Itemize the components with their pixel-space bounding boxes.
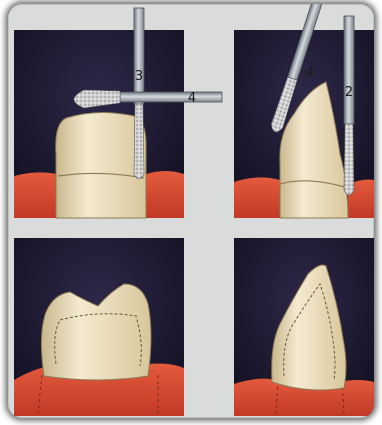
figure-card: 3 4 4 2 (8, 4, 374, 418)
panel-top-left: 3 4 (14, 8, 222, 218)
bur-label-4: 4 (188, 91, 196, 106)
panel-bottom-left (14, 238, 184, 416)
illustration: 3 4 4 2 (8, 4, 374, 418)
bur-label-4: 4 (306, 65, 314, 80)
panel-bottom-right (234, 238, 374, 416)
bur-label-2: 2 (345, 85, 353, 100)
bur-label-3: 3 (135, 69, 143, 84)
panel-top-right: 4 2 (234, 4, 374, 218)
